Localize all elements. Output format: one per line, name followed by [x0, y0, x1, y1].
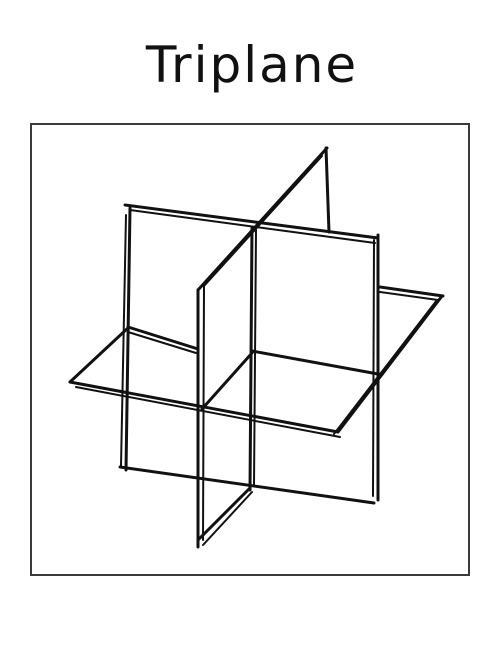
yz-plane-center-edge-sketch: [253, 229, 257, 487]
yz-plane-top-edge-sketch: [203, 155, 323, 287]
diagram-frame: [30, 123, 470, 576]
diagram-title: Triplane: [145, 36, 359, 94]
xz-plane-left-edge: [68, 326, 130, 384]
xy-plane-bottom-edge: [118, 465, 376, 505]
yz-plane-center-edge: [248, 226, 254, 492]
xy-plane-left-edge-sketch: [120, 214, 127, 467]
xz-plane-right-edge: [336, 294, 444, 434]
xy-plane-top-edge: [123, 203, 380, 240]
yz-plane-bottom-edge-sketch: [202, 491, 253, 546]
yz-plane-front-edge-sketch: [202, 285, 205, 541]
yz-plane-back-edge: [324, 146, 331, 234]
xz-plane-back-right-edge: [378, 285, 445, 298]
yz-plane-top-edge: [196, 146, 329, 292]
xy-plane-top-edge-sketch: [129, 209, 376, 244]
xz-plane-back-left-edge: [126, 325, 200, 351]
xy-plane-left-edge: [124, 206, 132, 472]
xy-plane: [118, 203, 380, 505]
xz-plane-center-back-edge: [250, 349, 380, 376]
xz-plane-right-edge-sketch: [333, 299, 438, 435]
xz-plane-back-left-edge-sketch: [127, 331, 197, 354]
yz-plane: [196, 146, 331, 549]
xz-plane-front-edge-sketch: [75, 386, 341, 438]
yz-plane-bottom-edge: [196, 486, 252, 542]
xz-plane-center-right-edge: [200, 351, 254, 411]
xy-plane-right-edge-sketch: [372, 239, 375, 497]
xz-plane-back-right-edge-sketch: [379, 291, 439, 301]
